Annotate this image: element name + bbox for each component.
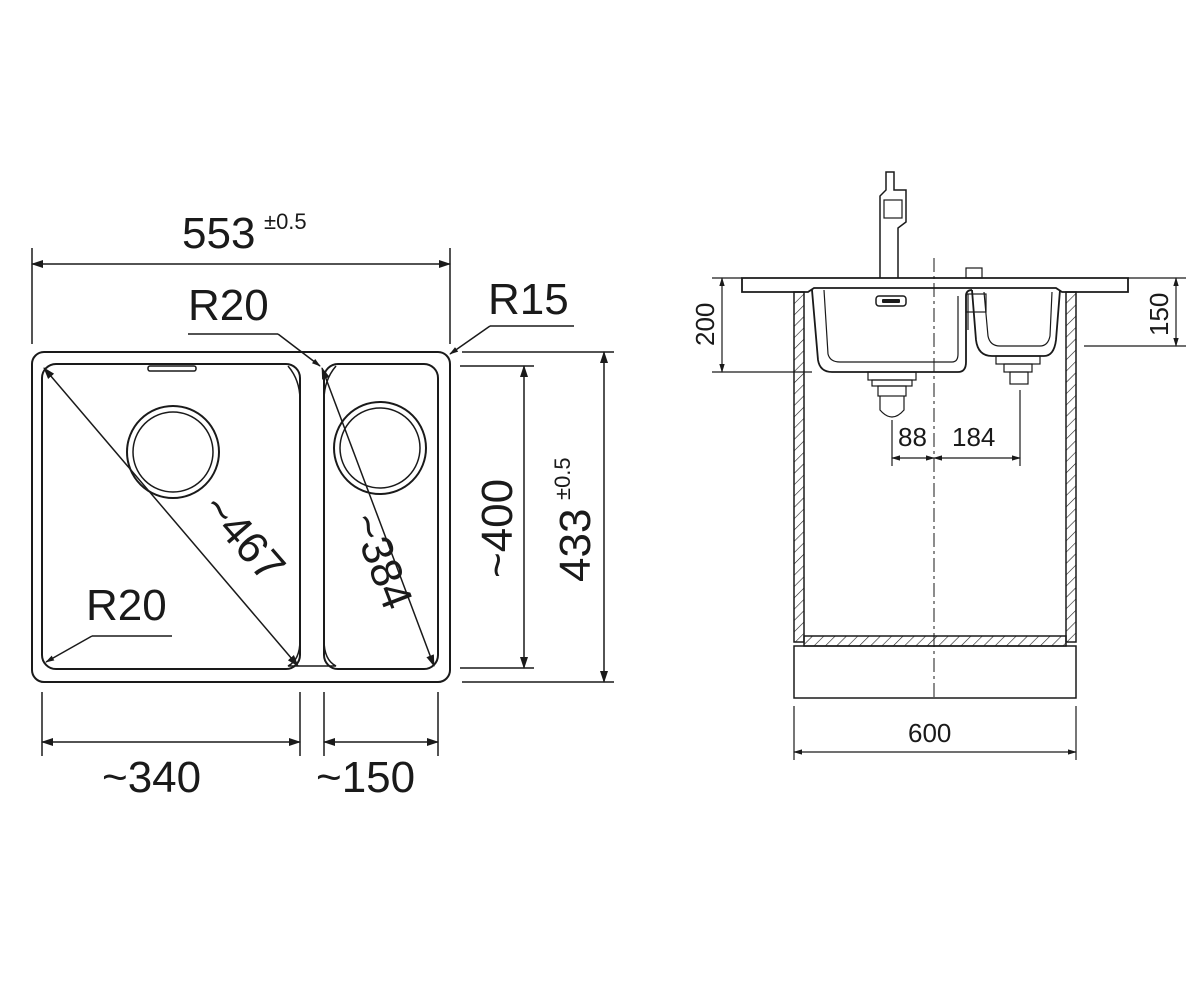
drain-offset-left-label: 88 (898, 422, 927, 452)
cabinet-plinth (793, 645, 1077, 699)
outer-radius-label: R15 (488, 275, 569, 324)
bowl-divider (287, 365, 337, 667)
main-drain (126, 405, 220, 499)
overflow-outlet (875, 295, 907, 307)
top-view: 553 ±0.5 R20 R15 R20 ~467 ~384 ~400 433 … (31, 209, 614, 802)
small-bowl-diagonal-line (321, 367, 435, 667)
main-drain-inner (132, 411, 214, 493)
overall-width-tolerance: ±0.5 (264, 209, 307, 234)
main-bowl-diagonal-label: ~467 (192, 484, 294, 591)
main-bowl-width-label: ~340 (102, 753, 201, 802)
pop-up-button (965, 267, 983, 279)
side-view: 200 150 88 184 600 (690, 171, 1186, 760)
small-bowl-profile-inner (983, 291, 1053, 347)
main-bowl-profile-inner (823, 289, 959, 363)
small-bowl-drain-assembly (965, 293, 1041, 385)
overall-depth-value: 433 (551, 509, 600, 582)
small-drain (333, 401, 427, 495)
cabinet-base-shelf (803, 635, 1067, 647)
drain-offset-right-label: 184 (952, 422, 995, 452)
leader-line (277, 333, 321, 367)
inner-radius-top-label: R20 (188, 281, 269, 330)
inner-radius-bottom-label: R20 (86, 581, 167, 630)
leader-line (45, 635, 93, 663)
small-bowl-diagonal-label: ~384 (341, 506, 422, 616)
overall-width-value: 553 (182, 209, 255, 258)
small-bowl-width-label: ~150 (316, 753, 415, 802)
overflow-outlet-slot (882, 299, 900, 303)
cabinet-wall-right (1065, 291, 1077, 643)
main-bowl-profile (811, 289, 973, 373)
small-bowl-depth-label: 150 (1144, 293, 1174, 336)
overflow-slot (147, 365, 197, 372)
faucet-handle (883, 199, 903, 219)
main-bowl-depth-label: 200 (690, 303, 720, 346)
overall-depth-tolerance: ±0.5 (550, 457, 575, 500)
cabinet-wall-left (793, 291, 805, 643)
main-bowl-diagonal-line (43, 367, 299, 667)
sink-outer-outline (31, 351, 451, 683)
faucet (879, 171, 907, 278)
leader-line (449, 325, 491, 355)
cabinet-width-label: 600 (908, 718, 951, 748)
main-bowl-drain-assembly (867, 371, 917, 418)
inner-depth-label: ~400 (473, 479, 522, 578)
countertop (741, 277, 1129, 293)
